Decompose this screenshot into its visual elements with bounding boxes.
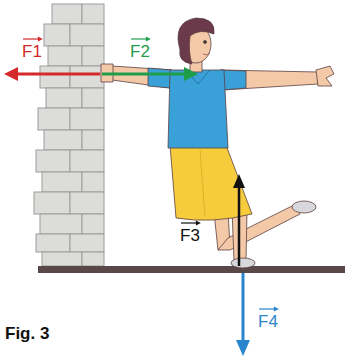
vector-arrow-head bbox=[274, 307, 279, 312]
arrowhead bbox=[184, 67, 198, 81]
figure-caption: Fig. 3 bbox=[5, 324, 49, 344]
vector-arrow-head bbox=[196, 221, 201, 226]
arrowhead bbox=[236, 340, 250, 356]
woman bbox=[101, 18, 334, 268]
vector-arrow-line bbox=[23, 38, 39, 39]
brick-wall bbox=[34, 4, 104, 266]
arrowhead bbox=[4, 67, 18, 81]
force-label: F3 bbox=[180, 220, 200, 246]
vector-arrow-head bbox=[146, 37, 151, 42]
ground bbox=[38, 266, 345, 273]
force-symbol: F1 bbox=[22, 42, 42, 61]
vector-arrow bbox=[258, 306, 280, 312]
force-arrow bbox=[102, 73, 186, 76]
vector-arrow-line bbox=[259, 308, 275, 309]
vector-arrow bbox=[130, 36, 152, 42]
force-label: F2 bbox=[130, 36, 150, 62]
force-symbol: F2 bbox=[130, 42, 150, 61]
force-arrow bbox=[242, 273, 245, 342]
vector-arrow-line bbox=[181, 222, 197, 223]
vector-arrow bbox=[180, 220, 202, 226]
force-arrow bbox=[238, 186, 241, 266]
force-label: F1 bbox=[22, 36, 42, 62]
force-symbol: F3 bbox=[180, 226, 200, 245]
force-label: F4 bbox=[258, 306, 278, 332]
force-symbol: F4 bbox=[258, 312, 278, 331]
force-arrow bbox=[16, 73, 100, 76]
vector-arrow bbox=[22, 36, 44, 42]
arrowhead bbox=[233, 174, 245, 188]
vector-arrow-line bbox=[131, 38, 147, 39]
vector-arrow-head bbox=[38, 37, 43, 42]
force-arrows bbox=[4, 67, 250, 356]
